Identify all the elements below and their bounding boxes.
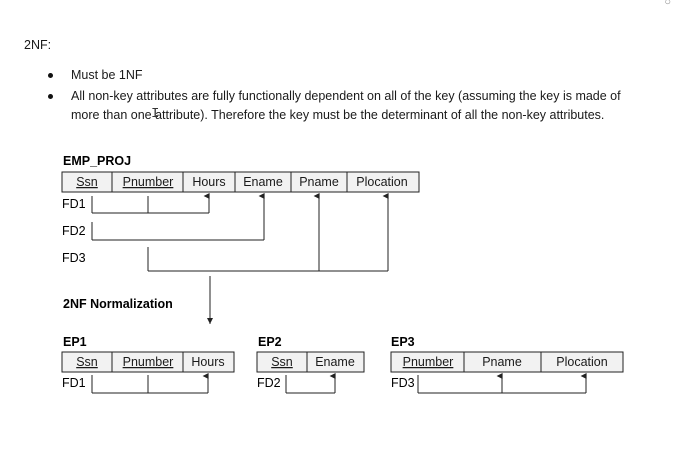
ep2-table (256, 351, 365, 373)
emp-proj-col-pname: Pname (299, 175, 339, 189)
bullet-dot-icon (48, 94, 53, 99)
fd1-label: FD1 (62, 197, 86, 211)
corner-mark: ○ (664, 0, 671, 8)
fd3-connector (147, 193, 389, 272)
ep3-fd-connector (417, 373, 587, 394)
ep2-fd-label: FD2 (257, 376, 281, 390)
ep1-title: EP1 (63, 335, 87, 349)
ep1-fd-connector (91, 373, 209, 394)
fd1-connector (91, 193, 210, 214)
emp-proj-col-plocation: Plocation (356, 175, 407, 189)
ep3-col-pname: Pname (482, 355, 522, 369)
fd2-label: FD2 (62, 224, 86, 238)
ep2-title: EP2 (258, 335, 282, 349)
emp-proj-col-ename: Ename (243, 175, 283, 189)
emp-proj-col-pnumber: Pnumber (123, 175, 174, 189)
ep3-fd-label: FD3 (391, 376, 415, 390)
bullet-text: Must be 1NF (71, 68, 143, 82)
bullet-list: Must be 1NF All non-key attributes are f… (48, 66, 648, 125)
ep3-col-pnumber: Pnumber (403, 355, 454, 369)
ep3-title: EP3 (391, 335, 415, 349)
ep1-col-pnumber: Pnumber (123, 355, 174, 369)
fd2-connector (91, 193, 265, 241)
fd3-label: FD3 (62, 251, 86, 265)
ep1-table (61, 351, 235, 373)
bullet-item: All non-key attributes are fully functio… (48, 87, 648, 125)
bullet-dot-icon (48, 73, 53, 78)
ep2-col-ssn: Ssn (271, 355, 293, 369)
ep1-fd-label: FD1 (62, 376, 86, 390)
emp-proj-title: EMP_PROJ (63, 154, 131, 168)
ep2-fd-connector (285, 373, 336, 394)
bullet-item: Must be 1NF (48, 66, 648, 85)
ep3-table (390, 351, 624, 373)
text-cursor-icon: I (151, 106, 160, 122)
emp-proj-col-hours: Hours (192, 175, 225, 189)
bullet-text: All non-key attributes are fully functio… (71, 89, 621, 122)
emp-proj-table (61, 171, 420, 193)
ep1-col-hours: Hours (191, 355, 224, 369)
section-heading: 2NF: (24, 38, 52, 52)
ep2-col-ename: Ename (315, 355, 355, 369)
ep1-col-ssn: Ssn (76, 355, 98, 369)
ep3-col-plocation: Plocation (556, 355, 607, 369)
normalization-label: 2NF Normalization (63, 297, 173, 311)
emp-proj-col-ssn: Ssn (76, 175, 98, 189)
